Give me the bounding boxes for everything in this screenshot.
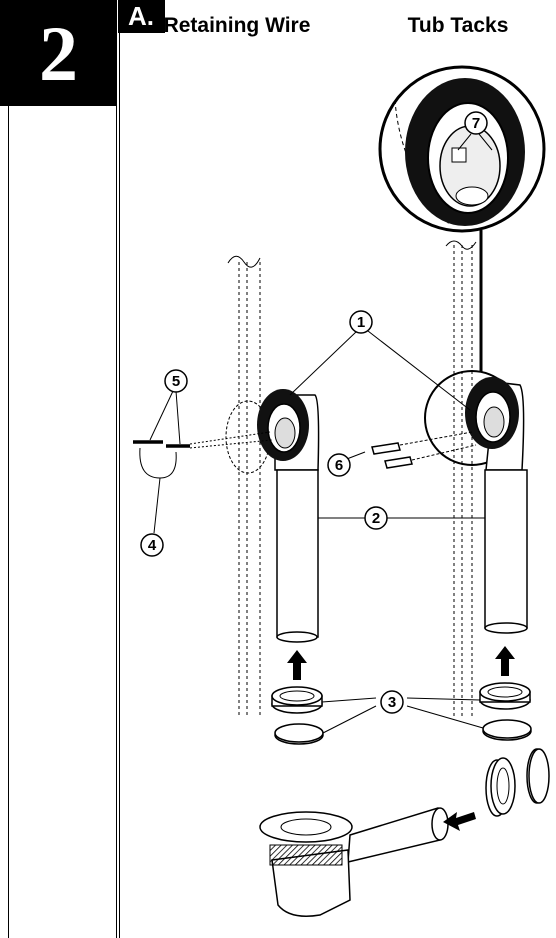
callout-4-label: 4 bbox=[148, 537, 157, 554]
tub-tacks-title: Tub Tacks bbox=[407, 14, 509, 37]
callout-6-label: 6 bbox=[335, 457, 343, 474]
drain-shoe bbox=[259, 807, 449, 917]
callout-3: 3 bbox=[380, 690, 404, 714]
right-drain-pipe bbox=[484, 469, 528, 634]
panel-label: A. bbox=[128, 1, 154, 31]
callout-5-label: 5 bbox=[172, 373, 180, 390]
slip-nut-right bbox=[479, 682, 531, 710]
retaining-wire bbox=[133, 431, 273, 479]
callout-7: 7 bbox=[472, 115, 480, 132]
retaining-wire-title: Retaining Wire bbox=[163, 14, 311, 37]
left-overflow-elbow bbox=[225, 389, 320, 474]
callout-5: 5 bbox=[164, 369, 188, 393]
left-wall-lines bbox=[238, 262, 261, 718]
panel-border bbox=[119, 33, 120, 938]
left-drain-pipe bbox=[276, 469, 319, 643]
callout-2: 2 bbox=[364, 506, 388, 530]
magnified-detail bbox=[378, 65, 546, 233]
callout-1-label: 1 bbox=[357, 314, 365, 331]
right-wall-lines bbox=[453, 245, 473, 718]
up-arrow-left bbox=[287, 650, 307, 680]
step-number: 2 bbox=[39, 10, 78, 97]
leader-lines bbox=[149, 330, 485, 734]
washer-left bbox=[274, 723, 324, 745]
panel-label-box bbox=[118, 0, 165, 33]
callout-2-label: 2 bbox=[372, 510, 380, 527]
drain-nut-bottom bbox=[485, 757, 516, 817]
slip-nut-left bbox=[271, 686, 323, 714]
callout-3-label: 3 bbox=[388, 694, 396, 711]
tub-tack-brackets bbox=[371, 431, 477, 469]
arrow-left-to-shoe bbox=[443, 812, 476, 831]
up-arrow-right bbox=[495, 646, 515, 676]
callout-6: 6 bbox=[327, 453, 351, 477]
step-number-box: 2 bbox=[0, 0, 117, 106]
right-overflow-elbow bbox=[424, 370, 525, 471]
washer-right bbox=[482, 719, 532, 741]
drain-washer-bottom bbox=[526, 748, 550, 804]
callout-1: 1 bbox=[349, 310, 373, 334]
callout-7-label: 7 bbox=[472, 115, 480, 132]
step-column: 2 bbox=[0, 0, 117, 938]
step-column-rule bbox=[8, 106, 9, 938]
callout-4: 4 bbox=[140, 533, 164, 557]
